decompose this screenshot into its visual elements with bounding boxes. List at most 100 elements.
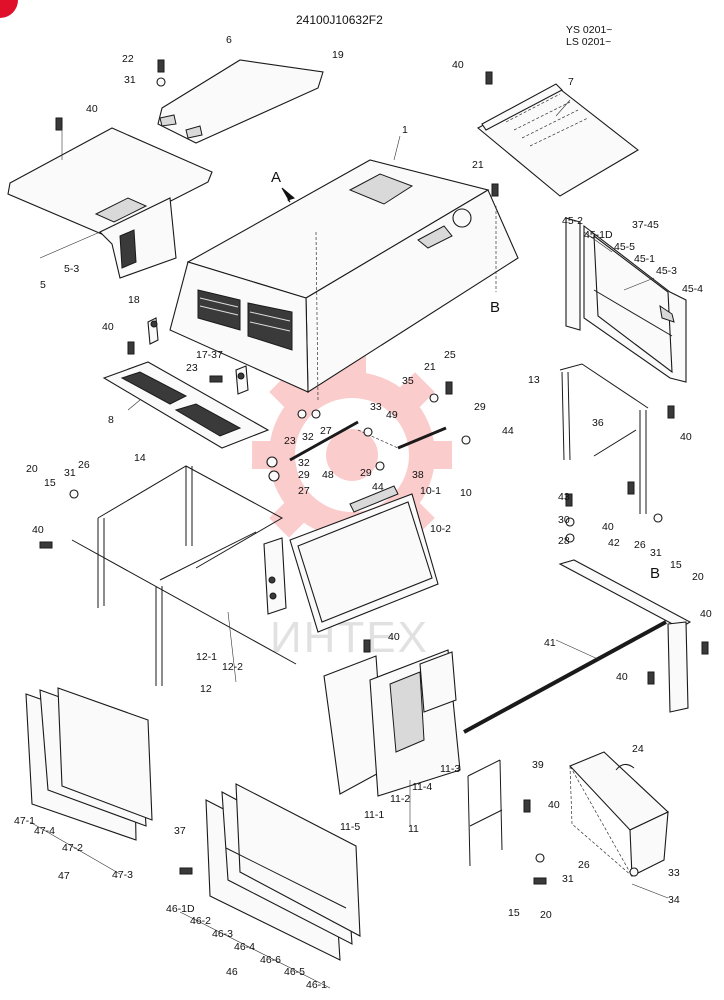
callout: 27 [320,425,332,437]
part-bar-41 [463,620,667,734]
callout: 47-4 [34,825,55,837]
leader-lines [29,99,669,989]
callout: 34 [668,894,680,906]
part-left-cover-5 [7,127,213,279]
callout: 5-3 [64,263,79,275]
callout: 43 [558,491,570,503]
callout: 20 [26,463,38,475]
part-cabin-hood-1 [169,159,519,393]
callout: 21 [472,159,484,171]
view-marker-b-right: B [650,565,660,582]
watermark-text: ИНТЕХ [270,613,429,662]
callout: 44 [372,481,384,493]
callout: 20 [692,571,704,583]
part-left-panel-47 [25,687,153,841]
part-rear-panel-10 [289,485,439,633]
callout: 8 [108,414,114,426]
callout: 18 [128,294,140,306]
callout: 10-2 [430,523,451,535]
callout: 45-3 [656,265,677,277]
callout: 39 [532,759,544,771]
corner-badge [0,0,18,18]
part-right-frame-13 [559,363,649,514]
callout: 46 [226,966,238,978]
callout: 37-45 [632,219,659,231]
callout: 12-1 [196,651,217,663]
part-latch-17-37 [235,365,249,395]
part-roof-plate-7 [477,83,639,197]
callout: 36 [592,417,604,429]
callout: 47-3 [112,869,133,881]
callout: 33 [668,867,680,879]
callout: 11-1 [364,809,384,821]
callout: 29 [474,401,486,413]
callout: 26 [578,859,590,871]
callout: 45-1D [584,229,613,241]
serial-range-1: YS 0201~ [566,24,612,36]
part-bracket-42 [558,559,692,713]
part-gas-strut-48 [289,420,359,462]
callout: 6 [226,34,232,46]
callout: 46-3 [212,928,233,940]
callout: 30 [558,514,570,526]
callout: 22 [122,53,134,65]
callout-labels: 22 6 19 31 40 40 7 1 21 A 5 5-3 18 40 17… [14,34,712,991]
perforation-pattern [505,93,589,147]
part-step-frame-39 [467,759,503,867]
callout: 41 [544,637,556,649]
callout: 40 [548,799,560,811]
callout: 32 [302,431,314,443]
part-frame-14 [71,465,297,686]
callout: 45-4 [682,283,703,295]
callout: 45-5 [614,241,635,253]
callout: 15 [508,907,520,919]
callout: 10-1 [420,485,441,497]
callout: 45-1 [634,253,655,265]
callout: 11-4 [412,781,432,793]
callout: 46-1D [166,903,195,915]
callout: 46-5 [284,966,305,978]
callout: 19 [332,49,344,61]
callout: 45-2 [562,215,583,227]
callout: 28 [558,535,570,547]
callout: 11-2 [390,793,410,805]
fastener-bolts [39,59,709,885]
callout: 46-2 [190,915,211,927]
callout: 46-1 [306,979,327,991]
callout: 24 [632,743,644,755]
callout: 31 [124,74,136,86]
drawing-number: 24100J10632F2 [296,13,383,27]
callout: 32 [298,457,310,469]
callout: 5 [40,279,46,291]
callout: 46-4 [234,941,255,953]
view-marker-b-top: B [490,299,500,316]
callout: 11 [408,823,419,835]
callout: 26 [634,539,646,551]
callout: 47-1 [14,815,35,827]
part-lower-door-46 [205,783,361,961]
callout: 40 [388,631,400,643]
callout: 7 [568,76,574,88]
callout: 48 [322,469,334,481]
callout: 40 [602,521,614,533]
callout: 40 [102,321,114,333]
part-toolbox-24 [569,751,669,877]
part-gas-strut-38 [397,426,447,450]
callout: 10 [460,487,472,499]
callout: 46-6 [260,954,281,966]
callout: 49 [386,409,398,421]
callout: 13 [528,374,540,386]
callout: 40 [700,608,712,620]
callout: 12-2 [222,661,243,673]
callout: 27 [298,485,310,497]
part-floor-plate-8 [102,361,270,449]
callout: 38 [412,469,424,481]
callout: 1 [402,124,408,136]
view-marker-a: A [271,169,281,186]
callout: 25 [444,349,456,361]
callout: 47 [58,870,70,882]
callout: 31 [562,873,574,885]
callout: 40 [680,431,692,443]
callout: 20 [540,909,552,921]
